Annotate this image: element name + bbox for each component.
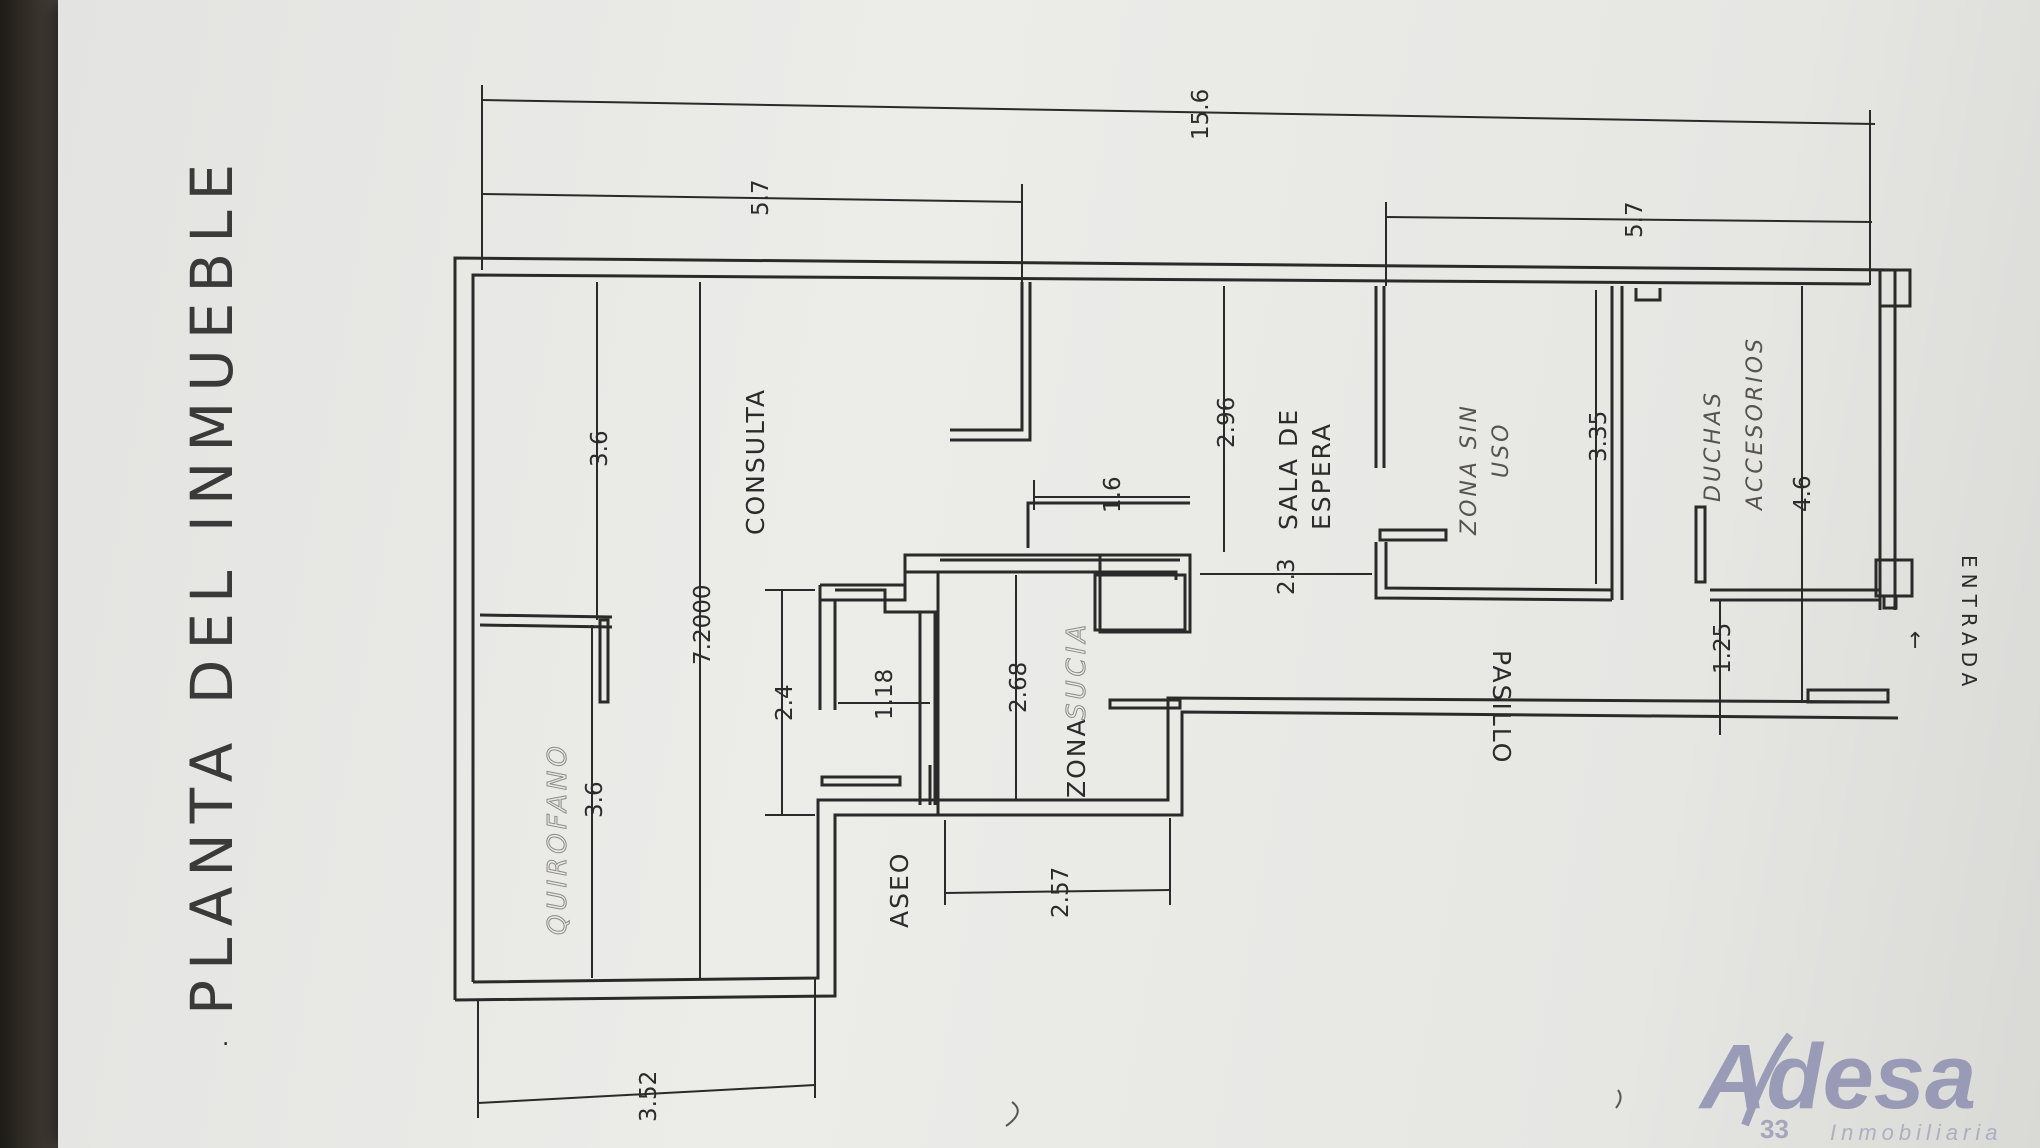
dimension-lines	[477, 85, 1876, 1118]
interior-walls	[479, 282, 1890, 815]
handwritten-notes: QUIROFANO ZONA SIN USO DUCHAS ACCESORIOS	[543, 336, 1769, 936]
dim-consulta-span: 5.7	[748, 179, 774, 216]
dim-right-span: 5.7	[1622, 201, 1648, 238]
room-zona-sucia-line2: SUCIA	[1062, 621, 1092, 720]
dim-sin-uso-height: 3.35	[1586, 411, 1612, 462]
dim-corridor-gap: 2.3	[1274, 558, 1300, 595]
entrada-arrow: ↑	[1906, 629, 1924, 654]
room-labels: CONSULTA SALA DE ESPERA ASEO ZONA SUCIA …	[741, 388, 1981, 928]
dim-sala-step: 1.6	[1100, 476, 1126, 513]
dim-pasillo-width: 1.25	[1710, 623, 1736, 674]
pencil-mark	[1005, 1101, 1019, 1127]
note-duchas-line2: ACCESORIOS	[1743, 336, 1768, 512]
dim-quirofano-width-bottom: 3.6	[582, 781, 608, 818]
dim-total-length: 15.6	[1188, 89, 1214, 140]
title-dot: .	[222, 1025, 229, 1051]
dim-zona-sucia-width: 2.57	[1048, 867, 1074, 918]
plan-title: PLANTA DEL INMUEBLE	[178, 154, 246, 1015]
dim-zona-sucia-height: 2.68	[1006, 662, 1032, 713]
room-consulta: CONSULTA	[741, 388, 770, 535]
dim-quirofano-width-top: 3.6	[587, 430, 613, 467]
room-sala-de-espera-line2: ESPERA	[1307, 422, 1336, 530]
logo-tagline: Inmobiliaria	[1830, 1120, 2003, 1145]
dim-left-block-width: 3.52	[636, 1071, 662, 1122]
room-sala-de-espera-line1: SALA DE	[1274, 408, 1303, 530]
note-quirofano: QUIROFANO	[543, 742, 573, 935]
logo-wordmark: Adesa	[1698, 1026, 1976, 1128]
dim-sala-depth: 2.96	[1214, 397, 1240, 448]
room-pasillo: PASILLO	[1487, 650, 1516, 764]
note-zona-sin-uso-line2: USO	[1489, 422, 1514, 478]
note-zona-sin-uso-line1: ZONA SIN	[1457, 403, 1482, 536]
dim-aseo-height: 2.4	[772, 684, 798, 721]
room-zona-sucia-line1: ZONA	[1062, 717, 1091, 798]
dimension-labels: 15.6 5.7 5.7 3.6 3.6 7.2000 2.96 1.6 2.3…	[582, 89, 1816, 1122]
logo-swoosh	[1741, 1032, 1794, 1127]
dim-aseo-width: 1.18	[872, 669, 898, 720]
paper-sheet	[58, 0, 2040, 1148]
pencil-mark-2	[1615, 1089, 1622, 1109]
logo-number: 33	[1760, 1114, 1789, 1144]
room-entrada: ENTRADA	[1957, 555, 1981, 692]
room-aseo: ASEO	[885, 852, 914, 928]
outer-walls	[453, 256, 1914, 1002]
dim-duchas-height: 4.6	[1790, 475, 1816, 512]
dim-room-height: 7.2000	[690, 585, 716, 665]
note-duchas-line1: DUCHAS	[1701, 390, 1726, 502]
watermark-logo: Adesa 33 Inmobiliaria	[1698, 1026, 2003, 1145]
